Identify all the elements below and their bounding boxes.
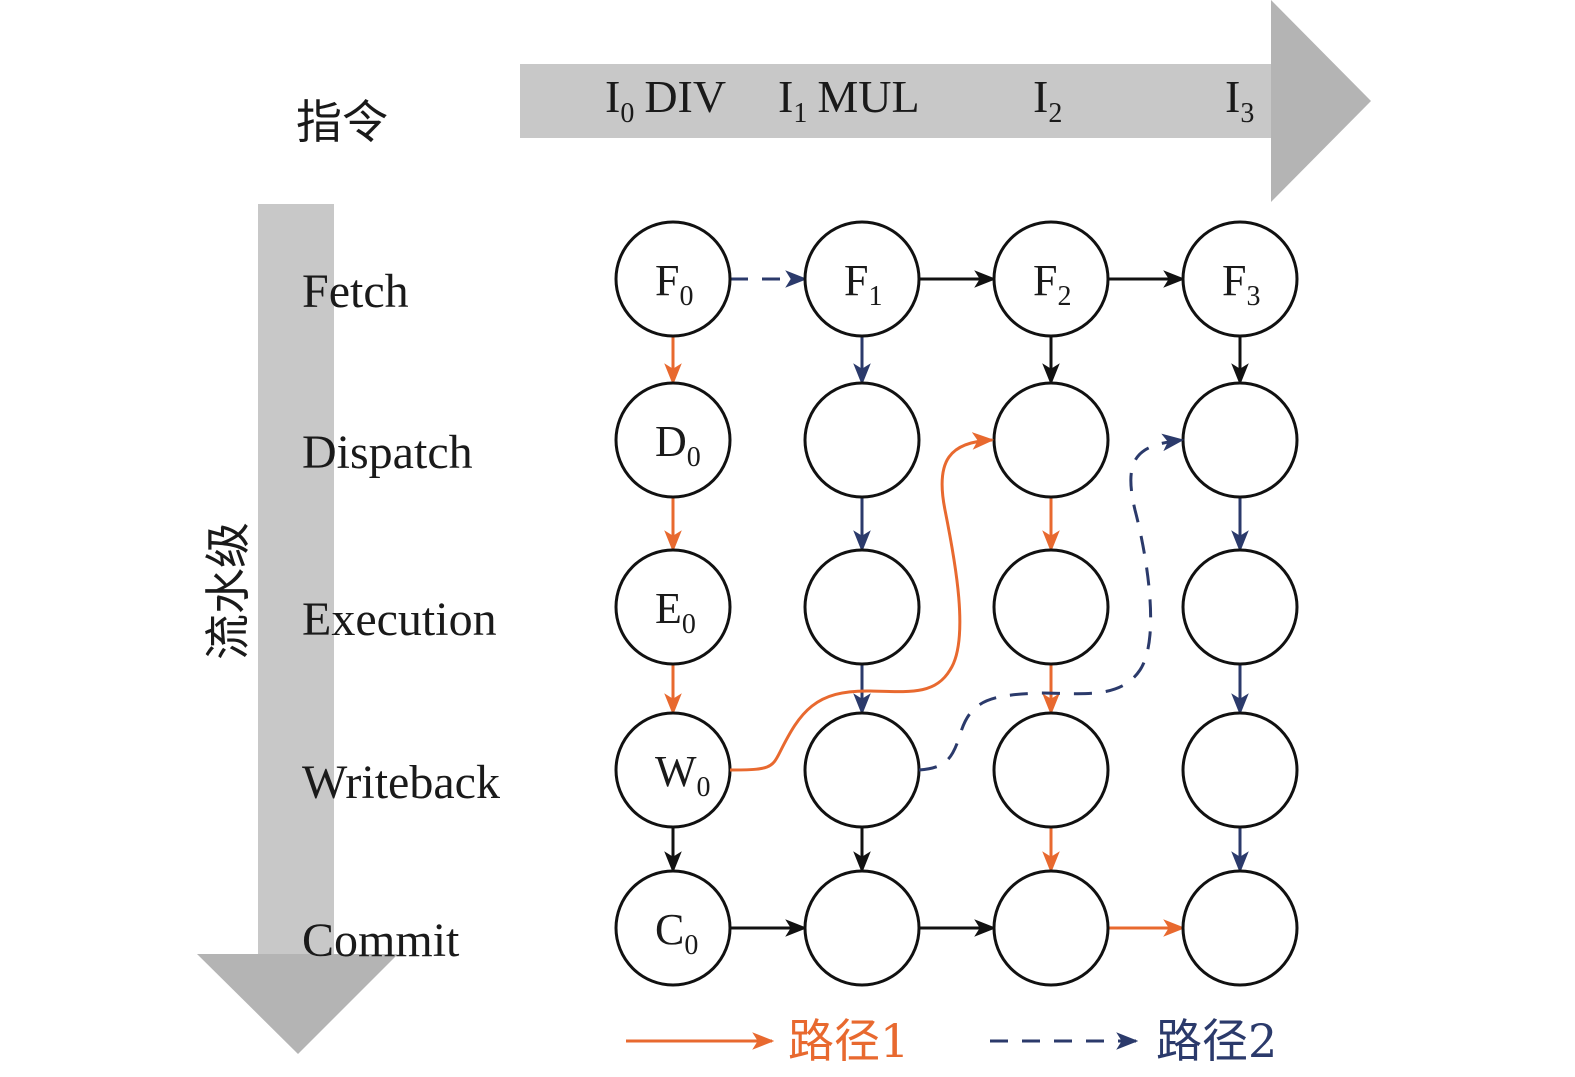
pipeline-node-r4-c2	[992, 869, 1110, 987]
legend-label: 路径1	[788, 1014, 909, 1068]
node-stage-letter: C	[655, 905, 684, 954]
instruction-name: I	[605, 71, 620, 122]
node-circle	[992, 220, 1110, 338]
instruction-index: 3	[1240, 98, 1254, 129]
instruction-label-3: I3	[1225, 71, 1254, 129]
pipeline-node-r1-c0: D0	[614, 381, 732, 499]
pipeline-node-r3-c2	[992, 711, 1110, 829]
node-circle	[614, 548, 732, 666]
instruction-name: I	[1033, 71, 1048, 122]
node-index: 2	[1057, 281, 1071, 312]
node-index: 1	[868, 281, 882, 312]
pipeline-node-r2-c0: E0	[614, 548, 732, 666]
node-index: 0	[697, 772, 711, 803]
pipeline-node-r2-c1	[803, 548, 921, 666]
instruction-op: MUL	[817, 71, 919, 122]
node-label: F1	[844, 256, 882, 312]
instruction-axis-arrow	[520, 0, 1371, 202]
pipeline-node-r2-c2	[992, 548, 1110, 666]
pipeline-node-r3-c0: W0	[614, 711, 732, 829]
node-circle	[803, 381, 921, 499]
node-label: D0	[655, 417, 701, 473]
node-circle	[992, 869, 1110, 987]
pipeline-node-r0-c3: F3	[1181, 220, 1299, 338]
node-index: 0	[679, 281, 693, 312]
stage-label-execution: Execution	[302, 593, 497, 646]
instruction-name: I	[778, 71, 793, 122]
node-circle	[1181, 381, 1299, 499]
instruction-label-2: I2	[1033, 71, 1062, 129]
stage-label-dispatch: Dispatch	[302, 426, 473, 479]
node-stage-letter: F	[844, 256, 868, 305]
pipeline-node-r1-c1	[803, 381, 921, 499]
node-label: C0	[655, 905, 698, 961]
node-label: F0	[655, 256, 693, 312]
stage-label-writeback: Writeback	[302, 756, 500, 809]
dependency-path-1	[729, 432, 995, 772]
node-stage-letter: E	[655, 584, 682, 633]
legend-label: 路径2	[1156, 1014, 1277, 1068]
pipeline-node-r0-c2: F2	[992, 220, 1110, 338]
pipeline-node-r3-c3	[1181, 711, 1299, 829]
node-label: F3	[1222, 256, 1260, 312]
pipeline-node-r2-c3	[1181, 548, 1299, 666]
pipeline-node-r1-c2	[992, 381, 1110, 499]
pipeline-node-r4-c3	[1181, 869, 1299, 987]
instruction-label-1: I1 MUL	[778, 71, 920, 129]
node-circle	[803, 548, 921, 666]
stage-label-fetch: Fetch	[302, 265, 409, 318]
node-index: 0	[687, 442, 701, 473]
stage-label-commit: Commit	[302, 914, 460, 967]
pipeline-node-r4-c0: C0	[614, 869, 732, 987]
node-circle	[803, 711, 921, 829]
node-label: F2	[1033, 256, 1071, 312]
pipeline-node-r0-c1: F1	[803, 220, 921, 338]
node-index: 0	[682, 609, 696, 640]
node-stage-letter: F	[1222, 256, 1246, 305]
legend-item-1: 路径1	[626, 1014, 909, 1068]
instruction-label-0: I0 DIV	[605, 71, 726, 129]
node-circle	[803, 220, 921, 338]
instruction-index: 1	[793, 98, 807, 129]
node-label: E0	[655, 584, 696, 640]
node-stage-letter: F	[1033, 256, 1057, 305]
node-circle	[1181, 548, 1299, 666]
node-circle	[992, 711, 1110, 829]
pipeline-node-r4-c1	[803, 869, 921, 987]
node-circle	[1181, 711, 1299, 829]
node-circle	[1181, 220, 1299, 338]
dependency-path-2	[918, 433, 1185, 772]
node-circle	[992, 548, 1110, 666]
stage-axis-label: 流水级	[201, 522, 255, 660]
pipeline-node-r1-c3	[1181, 381, 1299, 499]
stage-axis-arrow	[197, 204, 398, 1054]
instruction-name: I	[1225, 71, 1240, 122]
node-stage-letter: W	[655, 747, 697, 796]
node-circle	[614, 220, 732, 338]
instruction-index: 0	[620, 98, 634, 129]
node-circle	[992, 381, 1110, 499]
instruction-op: DIV	[644, 71, 726, 122]
node-circle	[614, 381, 732, 499]
node-circle	[614, 869, 732, 987]
instruction-index: 2	[1048, 98, 1062, 129]
pipeline-node-r3-c1	[803, 711, 921, 829]
legend-item-2: 路径2	[990, 1014, 1277, 1068]
node-index: 0	[684, 930, 698, 961]
node-circle	[1181, 869, 1299, 987]
node-stage-letter: F	[655, 256, 679, 305]
pipeline-node-r0-c0: F0	[614, 220, 732, 338]
node-stage-letter: D	[655, 417, 687, 466]
node-index: 3	[1246, 281, 1260, 312]
node-label: W0	[655, 747, 711, 803]
instruction-axis-label: 指令	[296, 95, 388, 149]
node-circle	[803, 869, 921, 987]
